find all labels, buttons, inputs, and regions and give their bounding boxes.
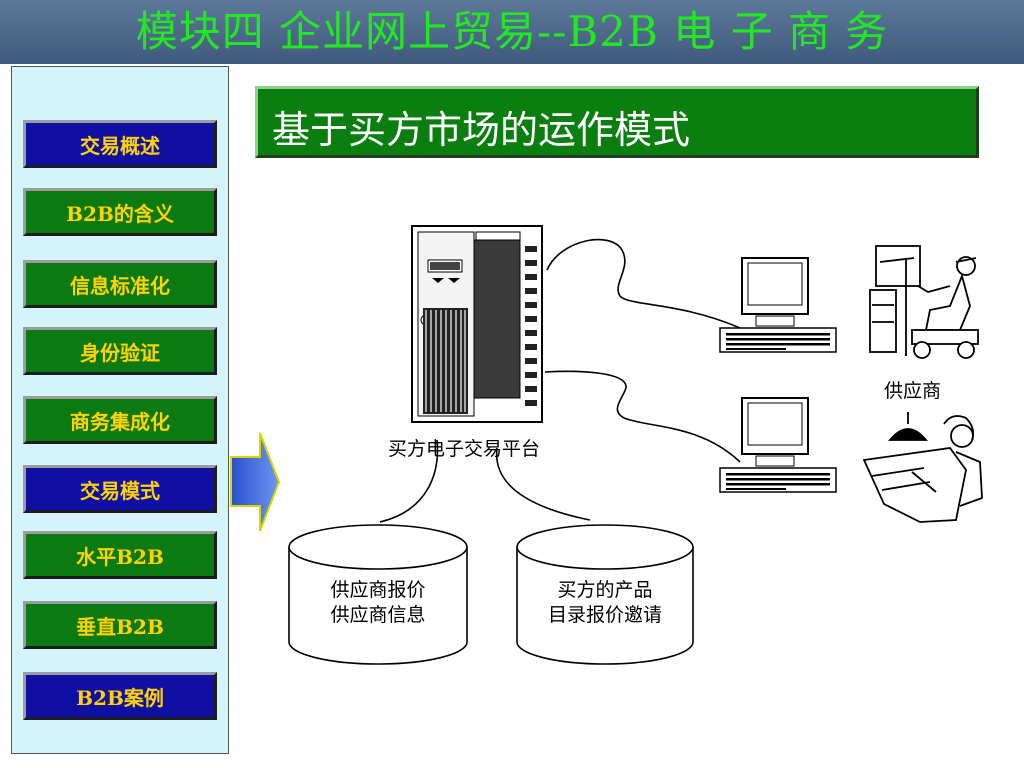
nav-button-integration[interactable]: 商务集成化 xyxy=(23,396,217,444)
supplier-forklift-icon xyxy=(869,245,979,359)
nav-button-b2b-meaning[interactable]: B2B的含义 xyxy=(23,188,217,236)
b2b-diagram xyxy=(288,225,983,665)
network-cables xyxy=(379,238,741,523)
section-heading: 基于买方市场的运作模式 xyxy=(255,86,979,158)
nav-button-vertical-b2b[interactable]: 垂直B2B xyxy=(23,601,217,649)
database-right-line2: 目录报价邀请 xyxy=(547,604,662,626)
nav-button-b2b-case[interactable]: B2B案例 xyxy=(23,672,217,720)
current-section-arrow-icon xyxy=(230,432,281,532)
nav-button-horizontal-b2b[interactable]: 水平B2B xyxy=(23,531,217,579)
nav-button-trade-mode[interactable]: 交易模式 xyxy=(23,465,217,513)
database-right-line1: 买方的产品 xyxy=(557,579,653,601)
database-left xyxy=(288,524,468,665)
page-title: 模块四 企业网上贸易--B2B 电 子 商 务 xyxy=(135,7,889,56)
database-left-line2: 供应商信息 xyxy=(330,604,426,626)
supplier-label: 供应商 xyxy=(884,380,942,402)
database-left-label: 供应商报价 供应商信息 xyxy=(289,578,467,628)
nav-button-overview[interactable]: 交易概述 xyxy=(23,120,217,168)
server-label: 买方电子交易平台 xyxy=(388,438,541,460)
computer-icon-top xyxy=(719,257,837,353)
sidebar-nav: 交易概述 B2B的含义 信息标准化 身份验证 商务集成化 交易模式 水平B2B … xyxy=(11,66,229,754)
nav-button-identity[interactable]: 身份验证 xyxy=(23,327,217,375)
nav-button-standardization[interactable]: 信息标准化 xyxy=(23,260,217,308)
computer-icon-bottom xyxy=(719,397,837,493)
database-right-label: 买方的产品 目录报价邀请 xyxy=(517,578,693,628)
section-heading-text: 基于买方市场的运作模式 xyxy=(272,108,691,152)
supplier-designer-icon xyxy=(862,412,983,523)
title-bar: 模块四 企业网上贸易--B2B 电 子 商 务 xyxy=(0,0,1024,64)
database-left-line1: 供应商报价 xyxy=(330,579,426,601)
server-icon xyxy=(411,225,543,423)
database-right xyxy=(516,524,694,665)
